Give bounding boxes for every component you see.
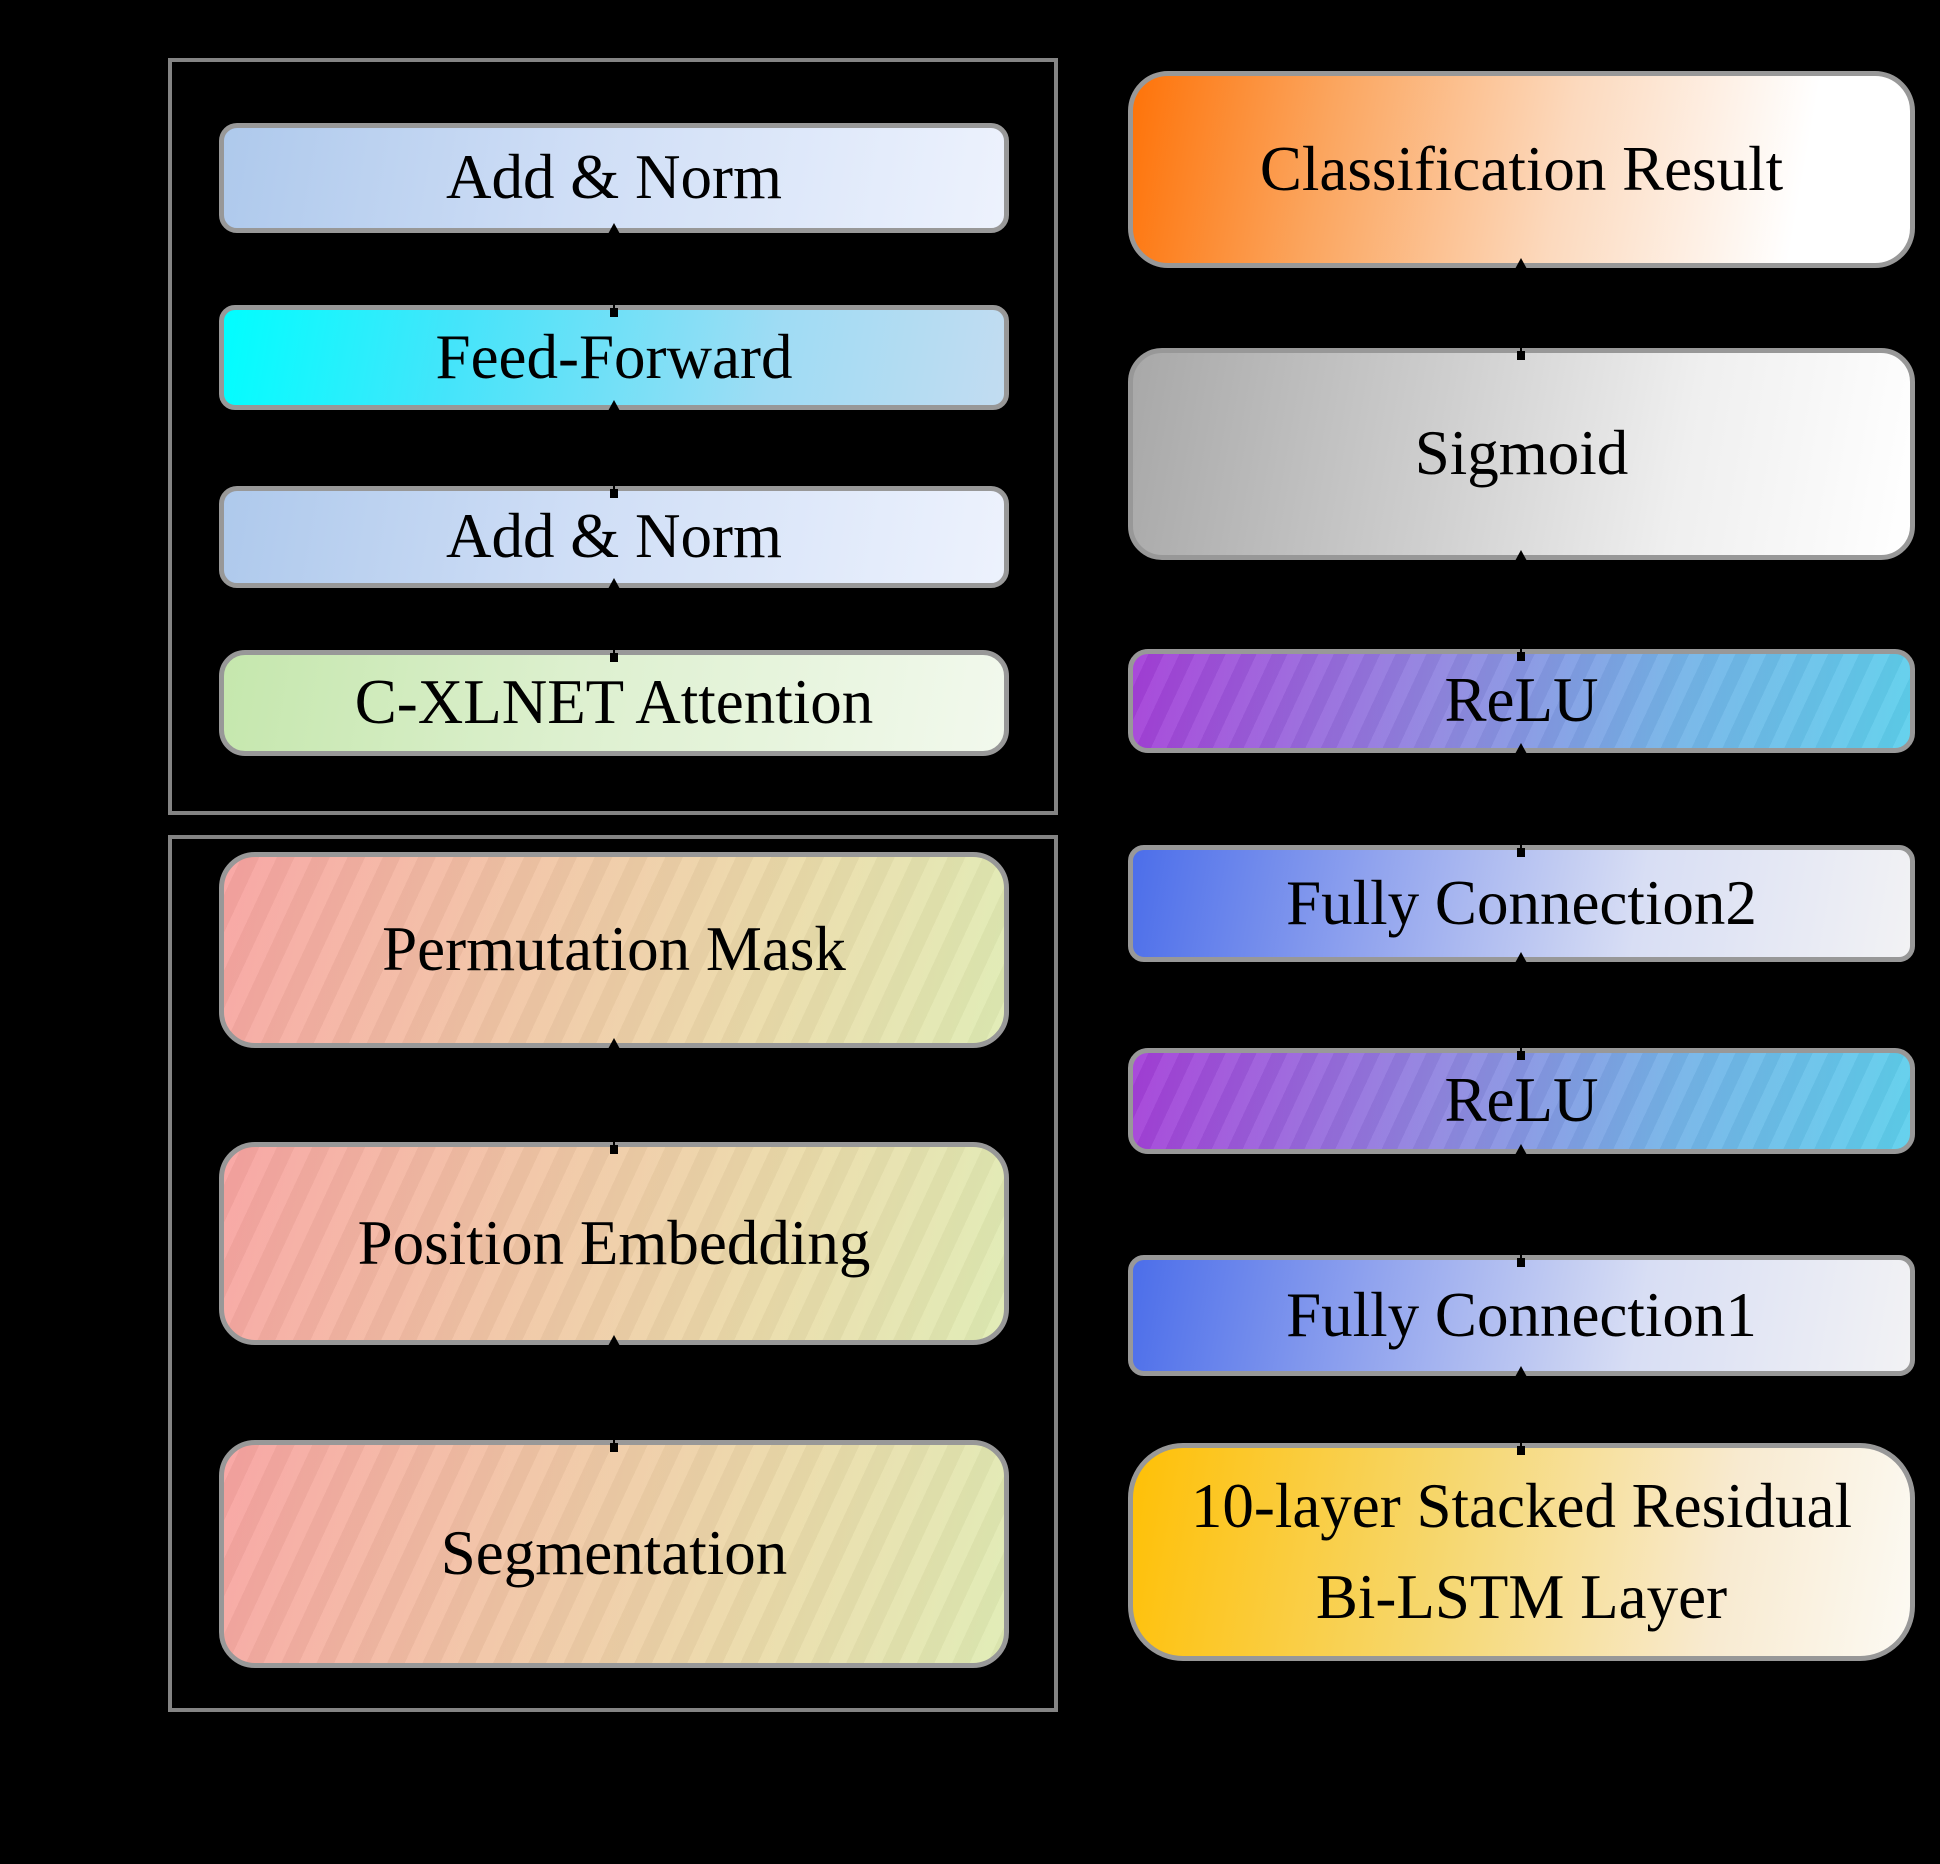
arrow-up-connector [1513, 1366, 1529, 1455]
box-label: Position Embedding [357, 1207, 871, 1278]
box-permutation-mask: Permutation Mask [219, 852, 1009, 1048]
box-relu-upper: ReLU [1128, 649, 1915, 753]
arrowhead-icon [1515, 1366, 1527, 1377]
arrow-tail [1517, 351, 1525, 360]
arrow-line [1520, 266, 1522, 355]
arrowhead-icon [1515, 743, 1527, 754]
arrow-tail [610, 1145, 618, 1154]
arrow-up-connector [606, 400, 622, 498]
box-label: Fully Connection2 [1286, 867, 1757, 938]
bilstm-label-line2: Bi-LSTM Layer [1315, 1562, 1728, 1632]
box-label: Feed-Forward [435, 321, 793, 392]
arrow-tail [1517, 1051, 1525, 1060]
box-label: ReLU [1444, 665, 1599, 736]
arrow-up-connector [606, 223, 622, 317]
arrowhead-icon [1515, 258, 1527, 269]
box-label: Add & Norm [446, 142, 782, 213]
box-sigmoid: Sigmoid [1128, 348, 1915, 560]
arrow-line [613, 1046, 615, 1149]
arrow-up-connector [606, 1335, 622, 1452]
arrow-line [1520, 1374, 1522, 1450]
arrow-line [613, 1343, 615, 1447]
arrow-tail [1517, 1446, 1525, 1455]
box-add-norm-top: Add & Norm [219, 123, 1009, 233]
box-label: Segmentation [440, 1518, 788, 1589]
arrowhead-icon [608, 223, 620, 234]
arrow-line [613, 231, 615, 312]
box-cxlnet-attention: C-XLNET Attention [219, 650, 1009, 756]
arrowhead-icon [608, 578, 620, 589]
box-label: 10-layer Stacked Residual Bi-LSTM Layer [1191, 1461, 1852, 1644]
arrow-line [613, 408, 615, 493]
box-fully-connection1: Fully Connection1 [1128, 1255, 1915, 1376]
arrow-up-connector [606, 578, 622, 662]
arrow-up-connector [1513, 952, 1529, 1060]
arrow-up-connector [1513, 1144, 1529, 1267]
arrow-line [1520, 1152, 1522, 1262]
arrowhead-icon [608, 400, 620, 411]
bilstm-label-line1: 10-layer Stacked Residual [1190, 1470, 1853, 1541]
box-fully-connection2: Fully Connection2 [1128, 845, 1915, 962]
box-segmentation: Segmentation [219, 1440, 1009, 1668]
arrow-tail [610, 308, 618, 317]
box-label: C-XLNET Attention [354, 667, 874, 738]
arrow-line [613, 586, 615, 657]
box-feed-forward: Feed-Forward [219, 305, 1009, 410]
arrow-up-connector [1513, 743, 1529, 857]
box-label: Classification Result [1259, 133, 1784, 204]
box-label: Permutation Mask [382, 914, 846, 985]
box-label: ReLU [1444, 1065, 1599, 1136]
arrowhead-icon [1515, 1144, 1527, 1155]
arrow-line [1520, 558, 1522, 656]
arrow-tail [1517, 652, 1525, 661]
arrowhead-icon [608, 1335, 620, 1346]
box-relu-lower: ReLU [1128, 1048, 1915, 1154]
arrow-tail [1517, 1258, 1525, 1267]
arrowhead-icon [1515, 550, 1527, 561]
arrow-up-connector [606, 1038, 622, 1154]
box-classification-result: Classification Result [1128, 71, 1915, 268]
arrow-tail [1517, 848, 1525, 857]
box-add-norm-bottom: Add & Norm [219, 486, 1009, 588]
box-label: Fully Connection1 [1286, 1279, 1757, 1350]
xlnet-encoder-frame [168, 58, 1058, 815]
box-position-embedding: Position Embedding [219, 1142, 1009, 1345]
embedding-frame [168, 835, 1058, 1712]
arrow-tail [610, 653, 618, 662]
arrow-up-connector [1513, 550, 1529, 661]
arrow-line [1520, 960, 1522, 1055]
arrow-tail [610, 489, 618, 498]
arrowhead-icon [1515, 952, 1527, 963]
arrow-tail [610, 1443, 618, 1452]
arrow-line [1520, 751, 1522, 852]
box-bilstm-layer: 10-layer Stacked Residual Bi-LSTM Layer [1128, 1443, 1915, 1661]
box-label: Add & Norm [446, 501, 782, 572]
arrow-up-connector [1513, 258, 1529, 360]
box-label: Sigmoid [1414, 418, 1629, 489]
arrowhead-icon [608, 1038, 620, 1049]
